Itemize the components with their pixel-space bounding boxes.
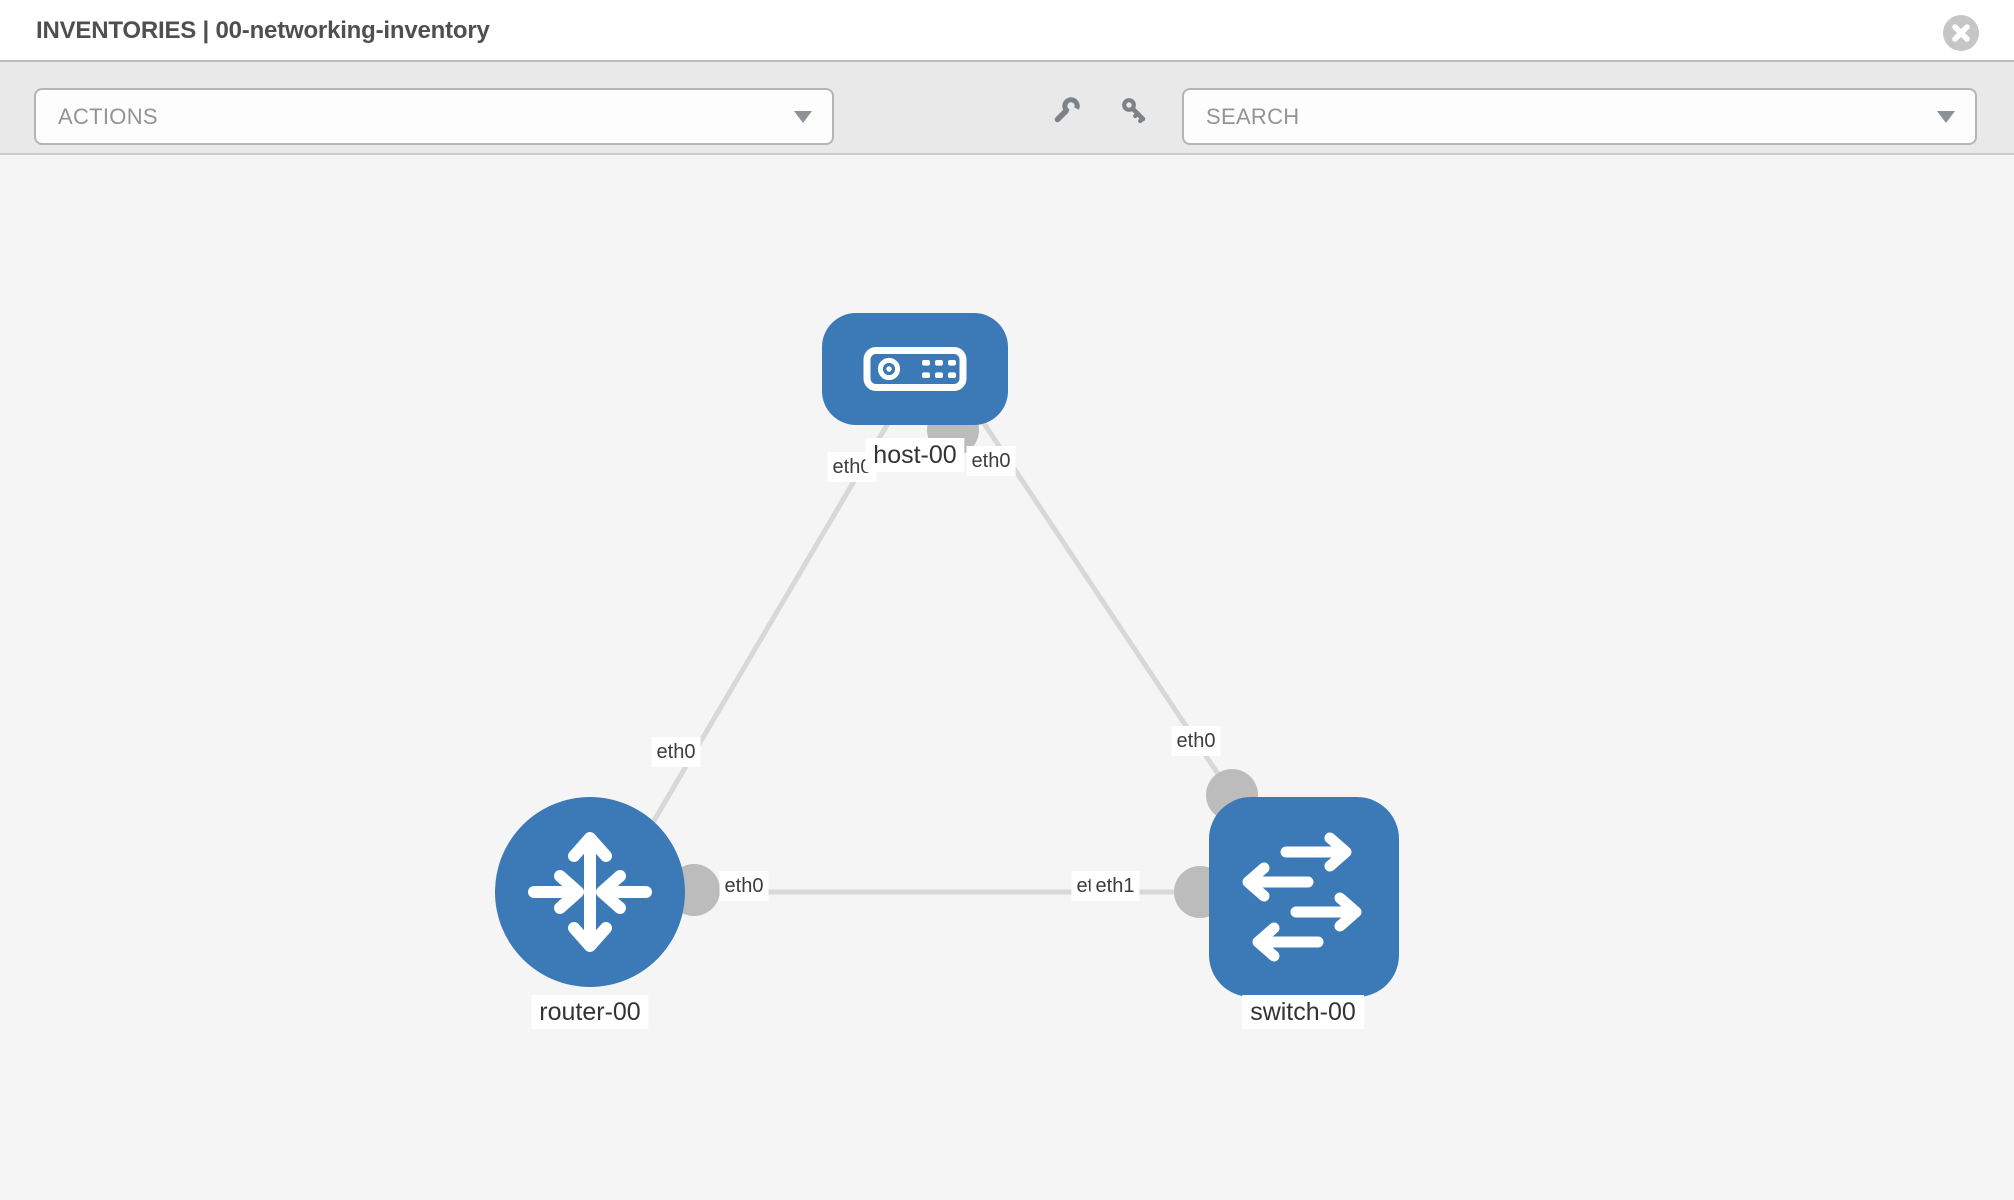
interface-label: eth1 [1090,871,1140,901]
actions-dropdown[interactable]: ACTIONS [34,88,834,145]
credentials-button[interactable] [1119,96,1149,126]
node-switch-00[interactable] [1209,797,1399,997]
search-placeholder: SEARCH [1206,103,1300,129]
close-icon [1952,24,1970,42]
tools-button[interactable] [1051,96,1081,126]
node-host-00[interactable] [822,313,1008,425]
wrench-icon [1054,97,1080,123]
header: INVENTORIES | 00-networking-inventory [0,0,2014,60]
key-icon [1122,98,1146,124]
close-button[interactable] [1943,15,1979,51]
link-host-router [619,418,893,877]
interface-label: eth0 [719,871,769,901]
topology-canvas[interactable]: etl eth0 eth0 eth0 eth0 eth0 eth1 host-0… [0,155,2014,1200]
interface-label: eth0 [651,737,701,767]
chevron-down-icon [794,110,812,123]
host-server-icon [863,347,967,391]
chevron-down-icon [1937,110,1955,123]
node-label-router: router-00 [531,995,649,1029]
node-label-host: host-00 [865,438,965,472]
page-title: INVENTORIES | 00-networking-inventory [36,17,490,44]
interface-label: eth0 [1171,726,1221,756]
search-dropdown[interactable]: SEARCH [1182,88,1977,145]
actions-dropdown-label: ACTIONS [58,103,158,129]
interface-label: eth0 [966,446,1016,476]
links-layer [619,404,1258,918]
node-label-switch: switch-00 [1242,995,1364,1029]
switch-arrows-icon [1242,832,1362,962]
node-router-00[interactable] [495,797,685,987]
router-arrows-icon [528,832,652,952]
toolbar: ACTIONS SEARCH [0,60,2014,155]
